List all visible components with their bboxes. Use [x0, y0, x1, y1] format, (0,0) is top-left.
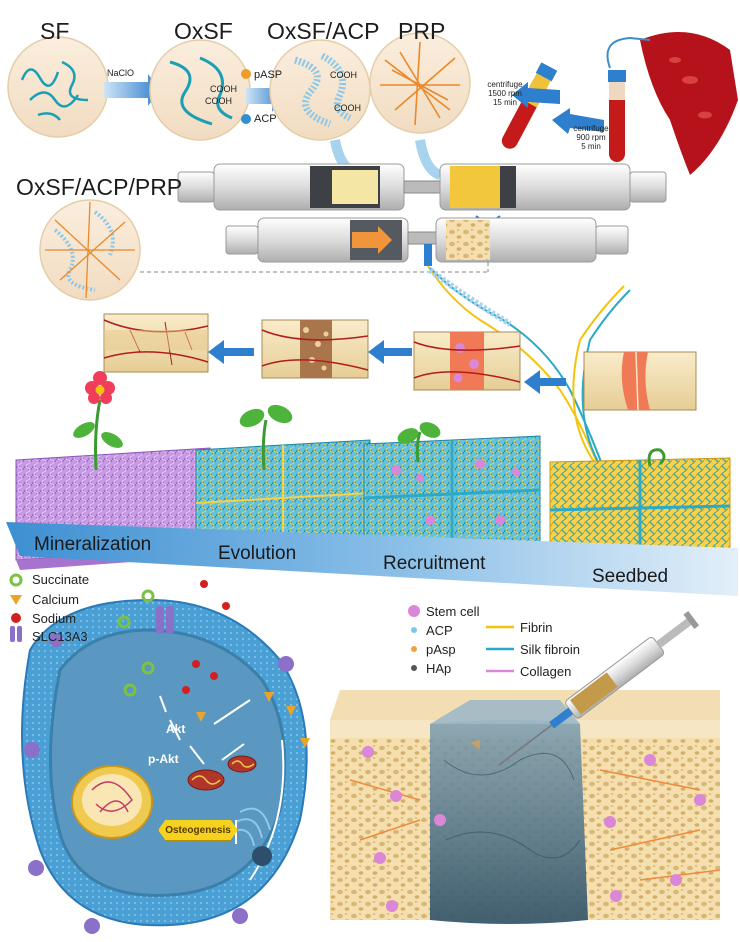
pasp-dot-icon: [241, 69, 251, 79]
oxsf-acp-prp-circle: [39, 199, 141, 301]
legend-succinate-icon: [9, 573, 23, 587]
arrow-left-icon: [524, 370, 566, 394]
hydrogel-plug: [430, 700, 588, 924]
vesicle-icon: [252, 846, 272, 866]
stage-band: [6, 522, 738, 596]
stage-seedbed: Seedbed: [592, 566, 669, 587]
bone-icon: [413, 331, 521, 391]
legend-hap-icon: [411, 665, 417, 671]
label-cooh: COOH: [210, 84, 237, 94]
label-akt: Akt: [166, 722, 186, 736]
label-oxsf: OxSF: [174, 18, 233, 44]
legend-collagen: Collagen: [520, 664, 572, 679]
legend-stem-cell-icon: [408, 605, 420, 617]
arrow-left-icon: [368, 340, 412, 364]
stage-recruitment: Recruitment: [383, 553, 486, 574]
arrow-left-icon: [208, 340, 254, 364]
arrow-down-icon: [415, 139, 443, 180]
bone-icon: [583, 351, 697, 411]
signal-arrows: [159, 695, 251, 765]
nucleus-icon: [71, 765, 153, 839]
acp-dot-icon: [241, 114, 251, 124]
stage-mineralization: Mineralization: [34, 534, 152, 555]
legend-stem-cell: Stem cell: [426, 604, 480, 619]
label-p-akt: p-Akt: [148, 752, 179, 766]
label-composite: OxSF/ACP/PRP: [16, 174, 183, 200]
legend-transporter-icon: [10, 626, 22, 642]
oxsf-circle: [149, 39, 251, 141]
legend-pasp-icon: [411, 646, 417, 652]
stem-cell-icon: [362, 746, 706, 912]
label-naclo: NaClO: [107, 68, 135, 78]
bone-icon: [103, 313, 209, 373]
legend-acp: ACP: [426, 623, 453, 638]
syringe-icon: [498, 611, 700, 766]
blood-vessel-icon: [640, 32, 738, 175]
sprout-icon: [397, 422, 441, 463]
prp-circle: [369, 32, 471, 134]
legend-hap: HAp: [426, 661, 452, 676]
legend-calcium: Calcium: [32, 592, 79, 607]
legend-sodium: Sodium: [32, 611, 77, 626]
legend-slc13a3: SLC13A3: [32, 629, 88, 644]
arrow-right-icon: [104, 74, 160, 106]
transporter-icon: [156, 606, 174, 634]
ion-cluster-outside: [117, 580, 310, 748]
sprout-icon: [647, 448, 666, 467]
fibrin-strand: [427, 265, 601, 471]
mitochondrion-icon: [187, 755, 257, 791]
label-sf: SF: [40, 18, 70, 44]
label-cooh: COOH: [205, 96, 232, 106]
flower-icon: [73, 371, 123, 471]
label-prp: PRP: [398, 18, 446, 44]
legend-calcium-icon: [10, 595, 22, 605]
label-pasp: pASP: [254, 69, 283, 81]
legend-silk-fibroin: Silk fibroin: [520, 642, 580, 657]
ion-cluster-inside: [123, 660, 218, 722]
sprout-icon: [239, 404, 293, 471]
bone-icon: [261, 319, 369, 379]
stage-evolution: Evolution: [218, 543, 297, 564]
syringe-pair-lower: [225, 217, 629, 266]
label-cooh: COOH: [334, 103, 361, 113]
membrane-protein-icon: [24, 633, 294, 934]
label-acp: ACP: [254, 113, 277, 125]
arrow-left-icon: [512, 82, 560, 108]
osteogenesis-badge: Osteogenesis: [158, 819, 238, 841]
legend-acp-icon: [411, 627, 417, 633]
syringe-pair-upper: [177, 163, 667, 211]
legend-pasp: pAsp: [426, 642, 456, 657]
legend-sodium-icon: [11, 613, 21, 623]
test-tube-icon: [608, 70, 626, 162]
legend-succinate: Succinate: [32, 572, 90, 587]
label-cooh: COOH: [330, 70, 357, 80]
legend-fibrin: Fibrin: [520, 620, 553, 635]
arrow-left-icon: [552, 108, 604, 134]
sf-circle: [7, 36, 109, 138]
oxsf-acp-circle: [269, 39, 371, 141]
label-oxsf-acp: OxSF/ACP: [267, 18, 380, 44]
